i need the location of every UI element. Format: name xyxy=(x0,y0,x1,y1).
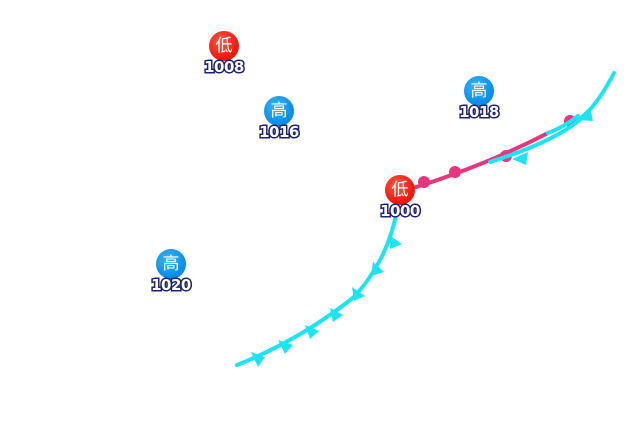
high-pressure-symbol: 高 xyxy=(270,100,288,121)
cold-front-tooth xyxy=(371,262,384,276)
low-pressure-center: 低 1000 xyxy=(379,175,422,225)
warm-front-bump xyxy=(418,176,430,188)
pressure-value: 1020 xyxy=(150,275,193,296)
pressure-value: 1000 xyxy=(379,201,422,222)
low-pressure-disc: 低 xyxy=(385,175,415,205)
cold-front-tooth xyxy=(251,352,265,367)
warm-front xyxy=(401,115,576,193)
high-pressure-disc: 高 xyxy=(156,249,186,279)
cold-front-tooth xyxy=(389,235,402,249)
high-pressure-disc: 高 xyxy=(464,76,494,106)
low-pressure-symbol: 低 xyxy=(391,179,409,200)
low-pressure-symbol: 低 xyxy=(215,35,233,56)
high-pressure-disc: 高 xyxy=(264,96,294,126)
low-pressure-center: 低 1008 xyxy=(203,31,246,81)
pressure-value: 1008 xyxy=(203,57,246,78)
high-pressure-symbol: 高 xyxy=(162,253,180,274)
high-pressure-center: 高 1016 xyxy=(258,96,301,146)
cold-front-tooth xyxy=(305,325,319,339)
pressure-value: 1018 xyxy=(458,102,501,123)
cold-front-southwest-line xyxy=(235,208,399,367)
high-pressure-center: 高 1018 xyxy=(458,76,501,126)
pressure-value: 1016 xyxy=(258,122,301,143)
cold-front-southwest xyxy=(235,208,402,367)
cold-front-east-line xyxy=(488,71,616,164)
cold-front-tooth xyxy=(330,308,343,322)
warm-front-bump xyxy=(449,166,461,178)
cold-front-tooth xyxy=(352,287,365,301)
high-pressure-symbol: 高 xyxy=(470,80,488,101)
cold-front-east-line-tail xyxy=(546,114,580,135)
high-pressure-center: 高 1020 xyxy=(150,249,193,299)
cold-front-tooth xyxy=(576,107,593,121)
cold-front-east xyxy=(488,71,616,165)
low-pressure-disc: 低 xyxy=(209,31,239,61)
cold-front-tooth xyxy=(278,340,293,354)
cold-front-tooth xyxy=(512,152,528,165)
